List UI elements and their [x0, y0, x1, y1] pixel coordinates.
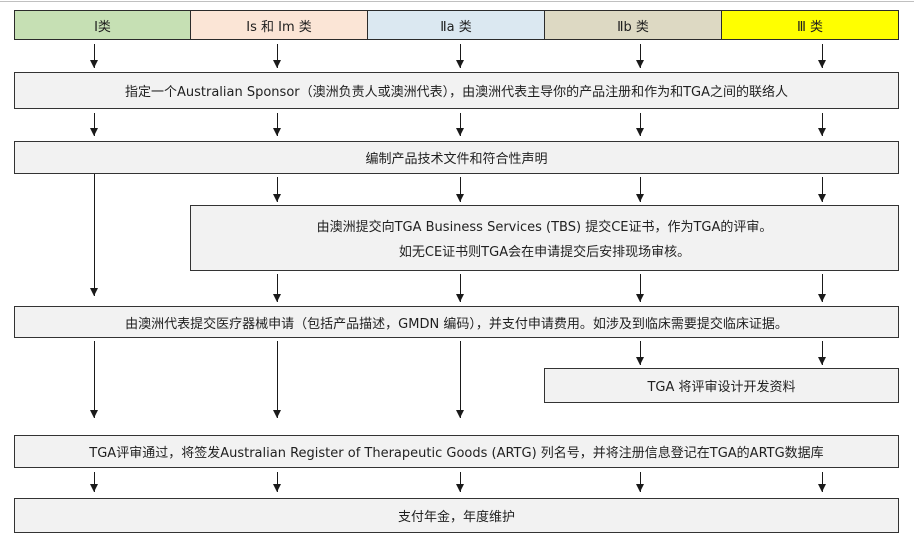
flow-arrow-down	[273, 177, 281, 202]
class-header-2b-label: Ⅱb 类	[617, 19, 649, 35]
class-header-1s-1m: Ⅰs 和 Ⅰm 类	[190, 10, 368, 40]
flow-arrow-down	[818, 177, 826, 202]
flow-arrow-down	[456, 113, 464, 136]
flow-arrow-down	[90, 472, 98, 492]
flow-arrow-down	[818, 341, 826, 365]
flow-arrow-down	[636, 44, 644, 68]
class-header-3-label: Ⅲ 类	[796, 19, 824, 35]
step-tbs-ce-certificate: 由澳洲提交向TGA Business Services (TBS) 提交CE证书…	[190, 205, 899, 271]
flow-arrow-down	[818, 274, 826, 302]
flow-arrow-class1-bypass	[90, 174, 98, 296]
flow-arrow-down	[456, 472, 464, 492]
flow-arrow-down	[818, 113, 826, 136]
flow-arrow-down	[456, 274, 464, 302]
flow-arrow-down	[273, 274, 281, 302]
step-device-application: 由澳洲代表提交医疗器械申请（包括产品描述，GMDN 编码），并支付申请费用。如涉…	[14, 306, 899, 338]
step-device-application-text: 由澳洲代表提交医疗器械申请（包括产品描述，GMDN 编码），并支付申请费用。如涉…	[125, 316, 788, 332]
step-tbs-ce-line2: 如无CE证书则TGA会在申请提交后安排现场审核。	[398, 245, 691, 260]
flow-arrow-down	[636, 341, 644, 365]
step-annual-fee: 支付年金，年度维护	[14, 498, 899, 533]
flow-arrow-down	[90, 44, 98, 68]
step-tbs-ce-line1: 由澳洲提交向TGA Business Services (TBS) 提交CE证书…	[316, 220, 773, 235]
flow-arrow-down	[273, 44, 281, 68]
flow-arrow-down	[90, 113, 98, 136]
flow-arrow-down-long	[90, 341, 98, 418]
class-header-2a-label: Ⅱa 类	[440, 19, 472, 35]
class-header-2a: Ⅱa 类	[367, 10, 545, 40]
flow-arrow-down	[818, 472, 826, 492]
flow-arrow-down	[636, 177, 644, 202]
flow-arrow-down	[636, 113, 644, 136]
flow-arrow-down-long	[273, 341, 281, 418]
flow-arrow-down	[636, 472, 644, 492]
top-gridline	[0, 1, 914, 2]
flow-arrow-down	[456, 177, 464, 202]
step-technical-file: 编制产品技术文件和符合性声明	[14, 141, 899, 174]
step-appoint-sponsor: 指定一个Australian Sponsor（澳洲负责人或澳洲代表），由澳洲代表…	[14, 72, 899, 109]
class-header-3: Ⅲ 类	[721, 10, 899, 40]
flow-arrow-down	[273, 113, 281, 136]
flow-arrow-down	[818, 44, 826, 68]
step-artg-listing: TGA评审通过，将签发Australian Register of Therap…	[14, 435, 899, 468]
class-header-1: Ⅰ类	[14, 10, 191, 40]
step-appoint-sponsor-text: 指定一个Australian Sponsor（澳洲负责人或澳洲代表），由澳洲代表…	[124, 85, 789, 100]
step-artg-listing-text: TGA评审通过，将签发Australian Register of Therap…	[89, 446, 824, 461]
class-header-1s-1m-label: Ⅰs 和 Ⅰm 类	[246, 19, 312, 35]
flow-arrow-down-long	[456, 341, 464, 418]
step-design-review-text: TGA 将评审设计开发资料	[647, 380, 796, 395]
flow-arrow-down	[456, 44, 464, 68]
class-header-2b: Ⅱb 类	[544, 10, 722, 40]
flow-arrow-down	[636, 274, 644, 302]
step-design-review: TGA 将评审设计开发资料	[544, 368, 899, 403]
step-technical-file-text: 编制产品技术文件和符合性声明	[365, 152, 548, 167]
class-header-1-label: Ⅰ类	[94, 19, 111, 35]
flow-arrow-down	[273, 472, 281, 492]
step-annual-fee-text: 支付年金，年度维护	[397, 510, 515, 525]
